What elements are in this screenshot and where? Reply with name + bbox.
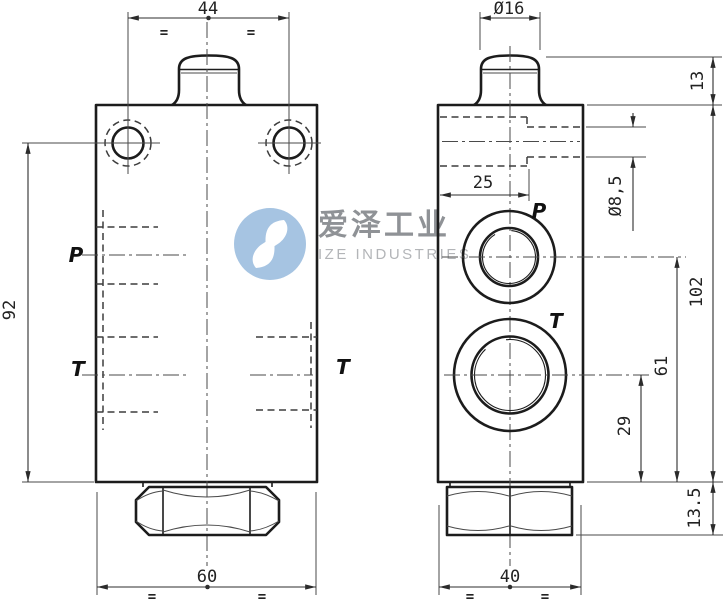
front-hidden-port-t-left <box>82 336 188 413</box>
equal-mark: = <box>541 589 549 604</box>
front-cap-outline <box>171 54 247 107</box>
dim-40-text: 40 <box>500 567 520 587</box>
dim-25-text: 25 <box>473 173 493 193</box>
dim-61-text: 61 <box>652 356 672 376</box>
watermark-text-block: 爱泽工业 IZE INDUSTRIES <box>318 207 471 263</box>
dimension-44: 44 = = <box>127 0 290 134</box>
dim-13-text: 13 <box>688 71 708 91</box>
front-label-p: P <box>69 243 84 267</box>
dimension-25: 25 <box>440 169 530 201</box>
dim-center-dot <box>205 584 210 590</box>
side-view: P T <box>436 46 686 566</box>
dim-29-text: 29 <box>615 416 635 436</box>
dim-60-text: 60 <box>197 567 217 587</box>
side-hex-nut <box>445 482 574 537</box>
front-hidden-port-p <box>82 210 188 430</box>
dimension-29: 29 <box>615 375 644 482</box>
front-label-t-right: T <box>336 355 351 379</box>
dim-center-dot <box>206 15 211 21</box>
front-view: P T T <box>22 22 351 566</box>
front-mounting-hole-left <box>22 112 160 174</box>
dim-135-text: 13.5 <box>685 488 705 529</box>
dimension-61: 61 <box>652 257 680 482</box>
dimension-cap-dia-16: Ø16 <box>479 0 541 50</box>
equal-mark: = <box>466 589 474 604</box>
side-hidden-cross-hole <box>440 116 583 167</box>
dim-102-text: 102 <box>687 277 707 308</box>
dimension-13: 13 <box>546 56 722 106</box>
side-label-t: T <box>549 309 564 333</box>
dimension-92: 92 <box>0 143 94 483</box>
equal-mark: = <box>258 589 266 604</box>
watermark-brand-cn: 爱泽工业 <box>318 208 450 243</box>
dim-44-text: 44 <box>198 0 218 19</box>
dim-o85-text: Ø8,5 <box>606 176 626 217</box>
side-port-p <box>442 209 686 305</box>
dimension-13-5: 13.5 <box>576 482 723 536</box>
dimension-40: 40 = = <box>438 505 582 604</box>
dimension-60: 60 = = <box>96 492 317 604</box>
equal-mark: = <box>247 25 255 41</box>
dim-center-dot <box>507 584 513 590</box>
dimension-hole-dia-85: Ø8,5 <box>586 113 646 231</box>
watermark-brand-en: IZE INDUSTRIES <box>318 246 472 263</box>
equal-mark: = <box>160 25 168 41</box>
logo-swoosh-bottom <box>252 236 275 268</box>
side-label-p: P <box>532 199 547 223</box>
front-hex-nut <box>134 482 281 537</box>
front-label-t-left: T <box>71 357 86 381</box>
front-hidden-port-t-right <box>250 322 317 428</box>
dim-92-text: 92 <box>0 300 20 320</box>
equal-mark: = <box>148 589 156 604</box>
dimension-102: 102 <box>587 105 723 483</box>
side-port-t <box>444 317 650 433</box>
watermark: 爱泽工业 IZE INDUSTRIES <box>233 207 471 281</box>
dim-o16-text: Ø16 <box>494 0 525 19</box>
brand-logo-icon <box>234 208 306 280</box>
